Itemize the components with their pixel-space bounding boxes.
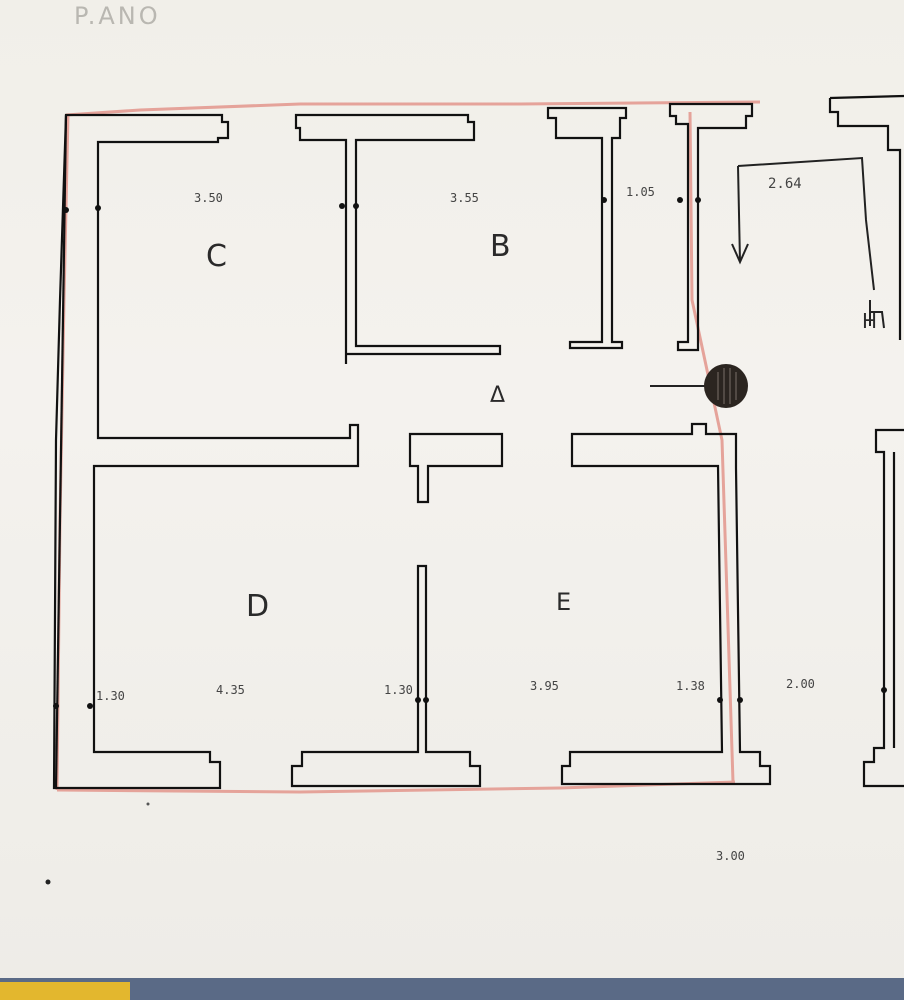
wall-right-lower xyxy=(862,428,904,788)
wall-outer-left xyxy=(52,113,360,790)
room-label-side: H xyxy=(862,309,877,333)
stair-symbol xyxy=(731,156,885,329)
dim-c-top: 3.50 xyxy=(194,191,223,205)
dim-stair-top: 2.64 xyxy=(768,176,802,192)
room-label-c: C xyxy=(206,239,227,274)
marker-texture xyxy=(717,368,737,404)
room-label-b: B xyxy=(490,229,511,264)
dim-b-top: 3.55 xyxy=(450,191,479,205)
wall-right-building xyxy=(828,94,904,340)
stray-mark xyxy=(45,879,51,885)
wall-divider-de xyxy=(290,564,482,788)
dim-below: 3.00 xyxy=(716,849,745,863)
room-label-a: Δ xyxy=(490,383,505,408)
dim-d-right: 1.30 xyxy=(384,683,413,697)
dim-d-mid: 4.35 xyxy=(216,683,245,697)
wall-stair xyxy=(668,102,754,352)
property-boundary xyxy=(65,100,761,117)
property-boundary-right xyxy=(688,111,735,783)
wall-room-e xyxy=(560,422,772,786)
room-label-e: E xyxy=(556,588,571,616)
wall-outer-left-inner xyxy=(54,114,68,789)
dim-right-bottom: 2.00 xyxy=(786,677,815,691)
desk-surface xyxy=(0,978,904,1000)
stray-mark xyxy=(146,802,150,806)
dim-e-left: 3.95 xyxy=(530,679,559,693)
dimension-ticks xyxy=(53,197,887,709)
wall-mid-tee xyxy=(408,432,504,504)
dim-e-right: 1.38 xyxy=(676,679,705,693)
desk-object xyxy=(0,982,130,1000)
wall-room-b xyxy=(294,113,502,364)
plan-header: P.ANO xyxy=(74,2,161,30)
wall-corridor-pillar xyxy=(546,106,628,350)
dim-d-left: 1.30 xyxy=(96,689,125,703)
room-label-d: D xyxy=(246,589,269,624)
dim-corridor-top: 1.05 xyxy=(626,185,655,199)
position-marker-icon xyxy=(704,364,748,408)
